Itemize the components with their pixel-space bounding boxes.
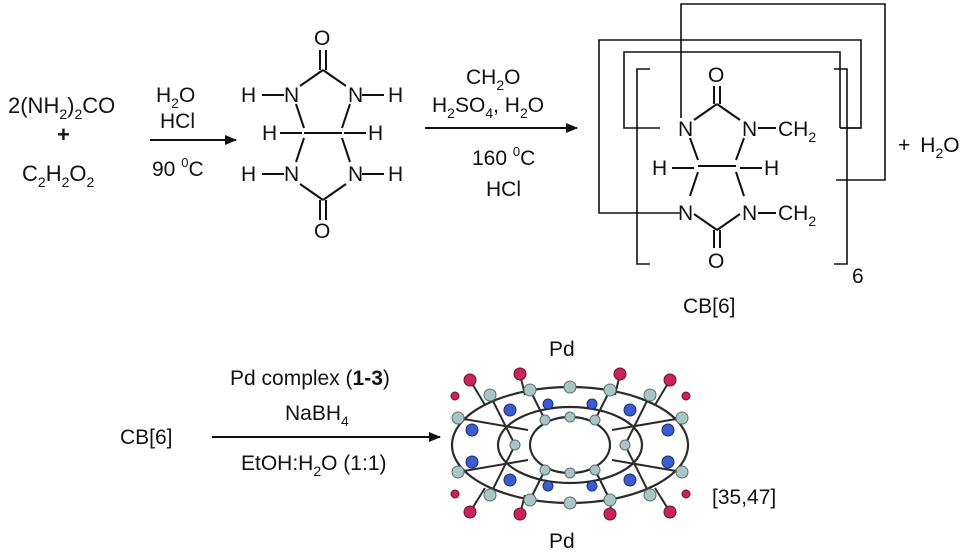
arrow1-temperature: 90 0C bbox=[152, 155, 204, 181]
svg-text:2(NH2)2CO: 2(NH2)2CO bbox=[8, 93, 115, 122]
reagent-urea: 2(NH2)2CO bbox=[8, 93, 115, 122]
glycoluril-h-nl-bottom: H bbox=[241, 163, 256, 186]
glycoluril-h-c-right: H bbox=[368, 122, 383, 145]
glycoluril-h-c-left: H bbox=[262, 122, 277, 145]
svg-text:C2H2O2: C2H2O2 bbox=[22, 161, 95, 190]
cb6-ch2-top: CH2 bbox=[778, 118, 816, 145]
pd-top-label: Pd bbox=[549, 338, 575, 361]
arrow2-formaldehyde: CH2O bbox=[466, 66, 520, 93]
reaction3-reactant: CB[6] bbox=[120, 426, 173, 449]
arrow2-hcl: HCl bbox=[486, 178, 521, 201]
glycoluril-h-nr-top: H bbox=[388, 84, 403, 107]
glycoluril-n-tl: N bbox=[284, 84, 299, 107]
glycoluril-n-tr: N bbox=[348, 84, 363, 107]
arrow1-solvent: H2O bbox=[156, 84, 195, 111]
arrow1-acid: HCl bbox=[160, 110, 195, 133]
glycoluril-structure bbox=[262, 50, 384, 220]
cb6-h-left: H bbox=[652, 157, 667, 180]
glycoluril-n-br: N bbox=[348, 163, 363, 186]
reagent-glyoxal: C2H2O2 bbox=[22, 161, 95, 190]
glycoluril-h-nl-top: H bbox=[241, 84, 256, 107]
plus-sign-1: + bbox=[57, 122, 70, 147]
arrow2-temperature: 160 0C bbox=[472, 144, 535, 170]
glycoluril-h-nr-bottom: H bbox=[388, 163, 403, 186]
glycoluril-oxygen-bottom: O bbox=[314, 220, 330, 243]
glycoluril-n-bl: N bbox=[284, 163, 299, 186]
cb6-n-tl: N bbox=[678, 118, 693, 141]
cb6-oxygen-top: O bbox=[708, 64, 724, 87]
reference-label: [35,47] bbox=[712, 486, 776, 509]
arrow3-reductant: NaBH4 bbox=[285, 402, 349, 429]
pd-bottom-label: Pd bbox=[549, 530, 575, 553]
arrow2-acid-solvent: H2SO4, H2O bbox=[432, 94, 544, 121]
cb6-n-br: N bbox=[742, 202, 757, 225]
cb6-oxygen-bottom: O bbox=[708, 250, 724, 273]
cb6-repeat-count: 6 bbox=[852, 265, 864, 288]
cb6-n-bl: N bbox=[678, 202, 693, 225]
cb6-monomer-structure bbox=[598, 3, 886, 265]
cb6-ch2-bottom: CH2 bbox=[778, 202, 816, 229]
arrow3-solvent: EtOH:H2O (1:1) bbox=[241, 452, 387, 479]
cb6-label: CB[6] bbox=[683, 295, 736, 318]
cb6-ball-and-stick-model bbox=[450, 367, 691, 521]
cb6-n-tr: N bbox=[742, 118, 757, 141]
byproduct-water: +H2O bbox=[898, 134, 960, 161]
glycoluril-oxygen-top: O bbox=[314, 27, 330, 50]
cb6-h-right: H bbox=[764, 157, 779, 180]
arrow3-catalyst: Pd complex (1-3) bbox=[230, 367, 390, 390]
